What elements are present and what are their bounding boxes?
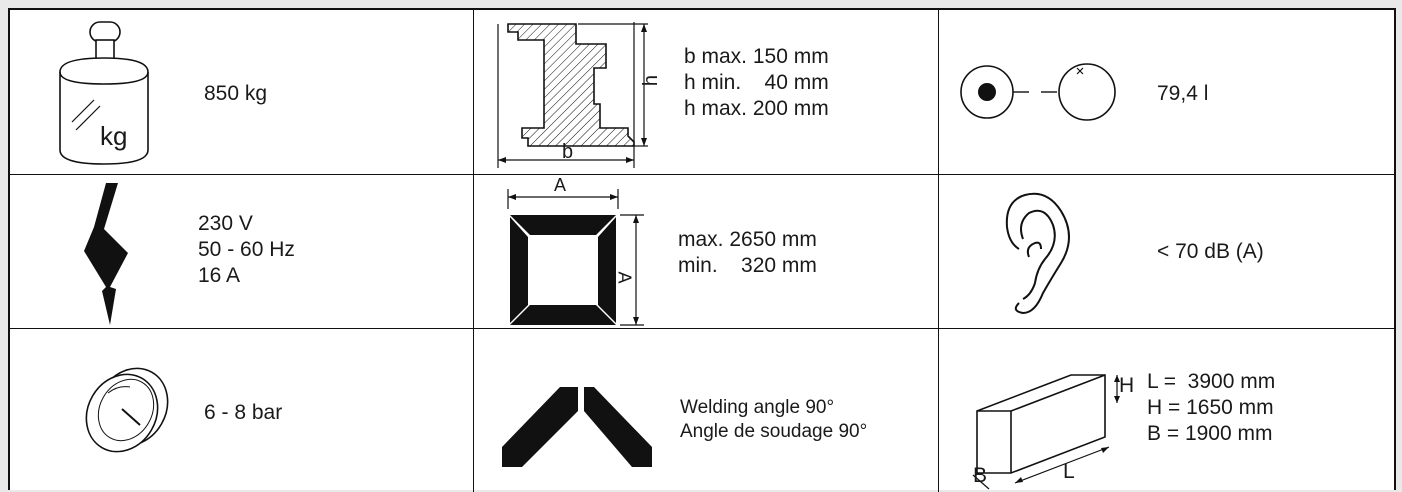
weight-cell: kg 850 kg <box>10 10 473 174</box>
weight-icon <box>59 21 149 165</box>
frame-spec-line: max. 2650 mm <box>678 228 817 251</box>
frame-icon <box>507 189 644 326</box>
volume-value: 79,4 l <box>1157 82 1209 105</box>
spec-sheet: kg 850 kg h b b max. 150 mm h min. 40 mm <box>8 8 1396 492</box>
pressure-value: 6 - 8 bar <box>204 401 283 424</box>
dimensions-dim-h: H <box>1119 374 1135 397</box>
pressure-cell: 6 - 8 bar <box>10 329 473 492</box>
dimensions-box-icon <box>972 374 1120 490</box>
dimensions-spec-line: H = 1650 mm <box>1147 396 1274 419</box>
dimensions-dim-b: B <box>973 464 988 487</box>
divider <box>938 10 939 492</box>
angle-spec-line: Welding angle 90° <box>680 397 835 418</box>
power-spec-line: 16 A <box>198 264 241 287</box>
dimensions-spec-line: L = 3900 mm <box>1147 370 1276 393</box>
volume-cell: 79,4 l <box>939 10 1394 174</box>
profile-spec-line: b max. 150 mm <box>684 45 829 68</box>
weight-icon-label: kg <box>100 121 128 151</box>
divider <box>10 328 1394 329</box>
frame-spec-line: min. 320 mm <box>678 254 817 277</box>
dimensions-spec-line: B = 1900 mm <box>1147 422 1273 445</box>
noise-cell: < 70 dB (A) <box>939 175 1394 328</box>
power-spec-line: 230 V <box>198 212 253 235</box>
divider <box>473 10 474 492</box>
angle-spec-line: Angle de soudage 90° <box>680 421 868 442</box>
pressure-gauge-icon <box>85 367 169 453</box>
volume-icon <box>960 63 1116 121</box>
power-cell: 230 V 50 - 60 Hz 16 A <box>10 175 473 328</box>
weight-value: 850 kg <box>204 82 268 105</box>
angle-cell: Welding angle 90° Angle de soudage 90° <box>474 329 938 492</box>
dimensions-cell: H B L L = 3900 mm H = 1650 mm B = 1900 m… <box>939 329 1394 492</box>
profile-dim-b: b <box>562 141 574 163</box>
divider <box>10 174 1394 175</box>
profile-cell: h b b max. 150 mm h min. 40 mm h max. 20… <box>474 10 938 174</box>
frame-dim-a-top: A <box>554 175 567 195</box>
ear-icon <box>1005 192 1070 315</box>
profile-dim-h: h <box>640 74 663 87</box>
welding-angle-icon <box>502 387 652 467</box>
noise-value: < 70 dB (A) <box>1157 240 1264 263</box>
profile-spec-line: h max. 200 mm <box>684 97 829 120</box>
lightning-icon <box>84 183 128 325</box>
profile-spec-line: h min. 40 mm <box>684 71 829 94</box>
dimensions-dim-l: L <box>1063 460 1075 483</box>
power-spec-line: 50 - 60 Hz <box>198 238 295 261</box>
frame-cell: A A max. 2650 mm min. 320 mm <box>474 175 938 328</box>
profile-drawing-icon <box>497 22 648 168</box>
frame-dim-a-side: A <box>614 271 635 284</box>
